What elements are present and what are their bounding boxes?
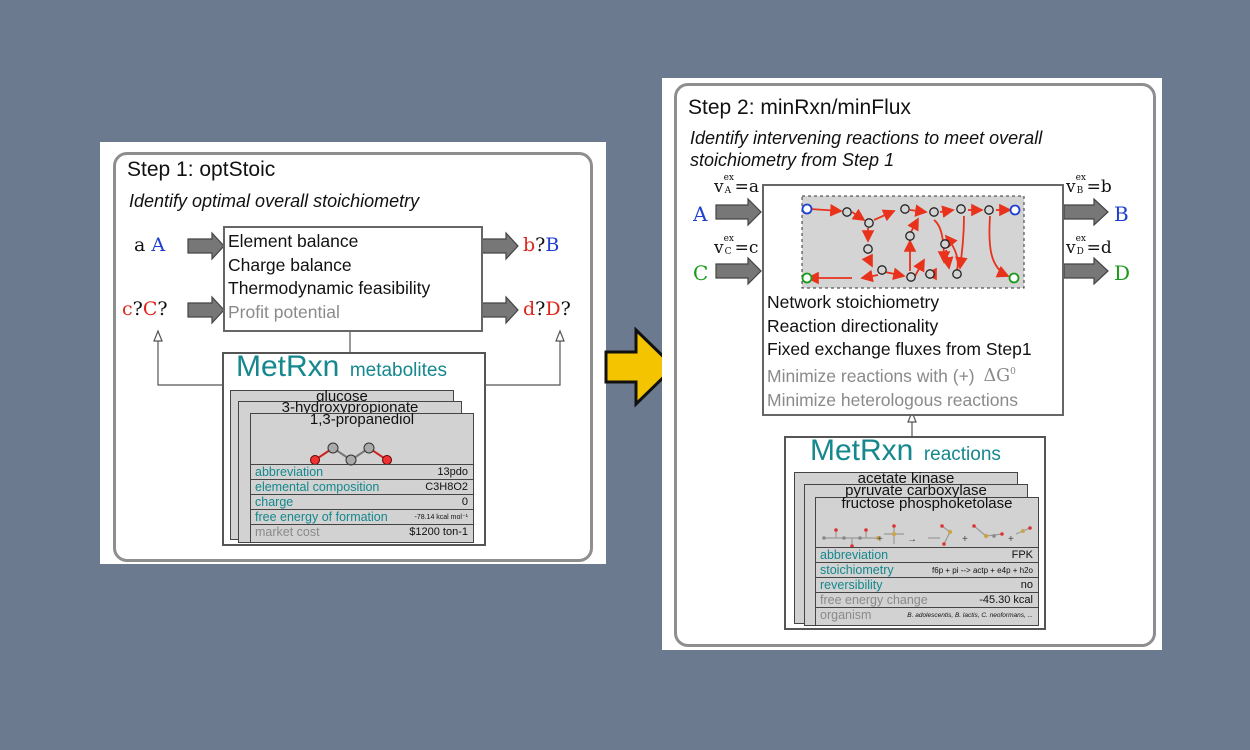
svg-text:+: +	[1008, 534, 1014, 545]
step2-db-header: MetRxn reactions	[810, 434, 1001, 467]
constraint-minimize-positive-dg: Minimize reactions with (+) ΔG0	[767, 365, 1016, 387]
step1-output-arrow-b	[481, 231, 519, 261]
metabolite-field-row: market cost$1200 ton-1	[251, 524, 473, 540]
step1-constraints-box: Element balance Charge balance Thermodyn…	[223, 226, 483, 332]
constraint-minimize-heterologous: Minimize heterologous reactions	[767, 389, 1018, 410]
step1-panel: Step 1: optStoic Identify optimal overal…	[100, 142, 606, 564]
step2-input-arrow-a	[715, 197, 762, 227]
step1-input-c: c?C?	[122, 298, 168, 320]
reaction-sheet-front: fructose phosphoketolase + → + +	[815, 495, 1039, 626]
constraint-thermodynamic-feasibility: Thermodynamic feasibility	[228, 278, 431, 298]
step2-subtitle-line1: Identify intervening reactions to meet o…	[690, 128, 1043, 148]
step2-constraints-box: Network stoichiometry Reaction direction…	[762, 184, 1064, 416]
svg-text:+: +	[877, 534, 883, 545]
step1-output-b: b?B	[523, 234, 560, 256]
molecule-ball-stick-icon	[310, 442, 392, 466]
constraint-charge-balance: Charge balance	[228, 254, 352, 275]
step1-db-link-left	[157, 340, 222, 386]
constraint-network-stoichiometry: Network stoichiometry	[767, 292, 940, 312]
step2-metabolite-d: D	[1114, 261, 1131, 285]
step2-metabolite-c: C	[693, 261, 709, 285]
step1-input-arrow-c	[187, 295, 225, 325]
metabolite-name: 1,3-propanediol	[309, 411, 415, 428]
constraint-reaction-directionality: Reaction directionality	[767, 315, 939, 336]
step2-metabolite-b: B	[1114, 202, 1129, 226]
step2-metabolite-a: A	[693, 202, 708, 226]
step1-output-arrow-d	[481, 295, 519, 325]
reaction-structures-icon: + → + +	[822, 524, 1032, 548]
svg-text:+: +	[962, 534, 968, 545]
step2-title: Step 2: minRxn/minFlux	[688, 96, 911, 119]
svg-text:→: →	[907, 534, 917, 545]
step2-output-arrow-b	[1063, 197, 1109, 227]
constraint-fixed-exchange-fluxes: Fixed exchange fluxes from Step1	[767, 339, 1032, 359]
constraint-profit-potential: Profit potential	[228, 301, 340, 322]
step2-output-arrow-d	[1063, 256, 1109, 286]
constraint-element-balance: Element balance	[228, 231, 359, 251]
step2-panel: Step 2: minRxn/minFlux Identify interven…	[662, 78, 1162, 650]
step2-connectors	[715, 197, 1109, 436]
reaction-name: fructose phosphoketolase	[841, 495, 1013, 512]
reaction-network	[801, 195, 1025, 289]
step2-subtitle-line2: stoichiometry from Step 1	[690, 150, 895, 170]
step2-input-arrow-c	[715, 256, 762, 286]
step1-title: Step 1: optStoic	[127, 158, 276, 181]
step2-reactions-db: MetRxn reactions acetate kinase pyruvate…	[784, 434, 1046, 630]
reaction-field-row: free energy change-45.30 kcal	[816, 592, 1038, 608]
step1-output-d: d?D?	[523, 298, 571, 320]
step1-input-a: a A	[134, 234, 166, 256]
step1-db-header: MetRxn metabolites	[236, 350, 447, 383]
metabolite-field-row: free energy of formation-78.14 kcal mol⁻…	[251, 509, 473, 525]
step1-subtitle: Identify optimal overall stoichiometry	[129, 191, 420, 211]
step1-input-arrow-a	[187, 231, 225, 261]
step1-metabolites-db: MetRxn metabolites glucose 3-hydroxyprop…	[222, 350, 486, 546]
step1-db-link-right	[484, 340, 561, 386]
